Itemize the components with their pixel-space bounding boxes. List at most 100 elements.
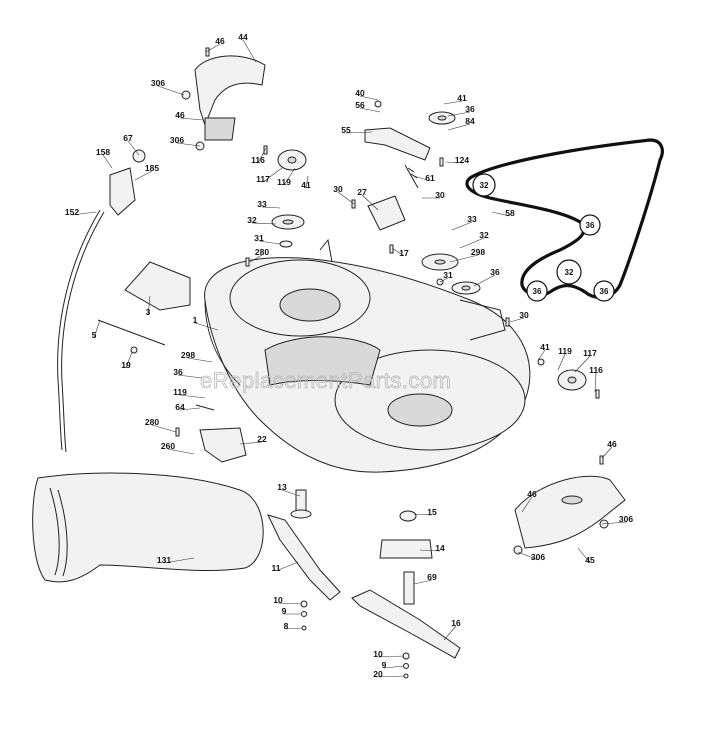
leader-c-58 — [491, 211, 511, 217]
leader-c-260 — [167, 448, 195, 455]
leader-c-280a — [249, 254, 263, 263]
leader-c-5 — [93, 319, 101, 339]
callout-c-119c: 119 — [558, 346, 572, 356]
callout-c-1: 1 — [193, 315, 198, 325]
leader-c-185 — [134, 170, 153, 181]
callout-c-84: 84 — [465, 116, 475, 126]
leader-c-119c — [557, 353, 566, 371]
leader-c-55 — [345, 131, 373, 134]
leader-c-46a — [205, 43, 221, 53]
leader-c-32a — [251, 222, 277, 225]
leader-c-61 — [413, 175, 431, 182]
callout-c-8: 8 — [284, 621, 289, 631]
leader-c-152 — [71, 211, 97, 216]
leader-c-22 — [239, 441, 263, 445]
belt-label-b-36c: 36 — [600, 287, 609, 296]
callout-c-41c: 41 — [540, 342, 550, 352]
leader-c-67 — [127, 140, 140, 156]
callout-c-119b: 119 — [173, 387, 187, 397]
leader-c-41c — [537, 349, 546, 361]
callout-c-116a: 116 — [251, 155, 265, 165]
callout-c-30a: 30 — [333, 184, 343, 194]
leader-c-17 — [391, 247, 405, 257]
leader-c-10b — [377, 655, 405, 658]
leader-c-84 — [447, 123, 471, 131]
callout-c-22: 22 — [257, 434, 267, 444]
callout-c-306b: 306 — [170, 135, 184, 145]
callout-c-9b: 9 — [382, 660, 387, 670]
leader-c-64 — [179, 407, 201, 411]
callout-c-9a: 9 — [282, 606, 287, 616]
callout-c-32a: 32 — [247, 215, 257, 225]
callout-c-46c: 46 — [607, 439, 617, 449]
callout-c-158: 158 — [96, 147, 110, 157]
leader-c-56 — [359, 107, 381, 113]
leader-c-158 — [102, 154, 113, 169]
gauge-wheel-bracket — [195, 404, 247, 463]
leader-c-298a — [449, 254, 479, 263]
callout-leaders — [71, 39, 627, 678]
callout-c-260: 260 — [161, 441, 175, 451]
callout-c-46d: 46 — [527, 489, 537, 499]
leader-c-36c — [177, 374, 203, 379]
callout-c-67: 67 — [123, 133, 133, 143]
drive-belt — [465, 138, 664, 302]
callout-c-64: 64 — [175, 402, 185, 412]
callout-c-46b: 46 — [175, 110, 185, 120]
callout-c-119a: 119 — [277, 177, 291, 187]
spindle-left — [290, 489, 312, 519]
callout-c-27: 27 — [357, 187, 367, 197]
leader-c-46c — [601, 446, 613, 459]
leader-c-280b — [151, 424, 177, 433]
leader-c-117a — [262, 167, 283, 183]
callout-c-32b: 32 — [479, 230, 489, 240]
leader-c-116a — [257, 147, 267, 164]
callout-c-13: 13 — [277, 482, 287, 492]
callout-c-117a: 117 — [256, 174, 270, 184]
leader-c-33a — [261, 206, 281, 209]
leader-c-45 — [577, 547, 591, 564]
leader-c-31a — [258, 240, 281, 245]
callout-c-44: 44 — [238, 32, 248, 42]
callout-c-117b: 117 — [583, 348, 597, 358]
leader-c-30c — [509, 317, 525, 323]
callout-c-30c: 30 — [519, 310, 529, 320]
deck-lift-cable — [57, 149, 146, 453]
callout-c-10b: 10 — [373, 649, 383, 659]
hardware-bolts — [175, 47, 604, 465]
leader-c-10a — [277, 602, 303, 605]
leader-c-306d — [517, 551, 539, 561]
idler-pulley-right — [537, 358, 587, 391]
leader-c-27 — [361, 194, 379, 211]
deck-hanger-bracket — [97, 261, 191, 354]
leader-c-298b — [187, 357, 213, 363]
leader-c-46b — [179, 117, 204, 121]
belt-cover — [513, 475, 626, 555]
callout-c-11: 11 — [272, 563, 281, 573]
leader-c-119b — [179, 394, 206, 399]
callout-c-20: 20 — [373, 669, 383, 679]
discharge-chute — [32, 472, 264, 583]
callout-c-46a: 46 — [215, 36, 225, 46]
leader-c-41a — [305, 175, 309, 189]
callout-c-31b: 31 — [443, 270, 453, 280]
leader-c-13 — [281, 489, 301, 497]
callout-c-152: 152 — [65, 207, 79, 217]
leader-c-306c — [601, 521, 627, 525]
callout-c-14: 14 — [435, 543, 445, 553]
idler-arm-bracket — [181, 55, 266, 151]
idler-arm-55 — [364, 111, 456, 231]
callout-c-69: 69 — [427, 572, 437, 582]
callout-c-306a: 306 — [151, 78, 165, 88]
leader-c-3 — [147, 295, 151, 316]
leader-c-44 — [242, 39, 257, 63]
leader-c-1 — [194, 322, 219, 331]
callout-c-116b: 116 — [589, 365, 603, 375]
callout-c-58: 58 — [505, 208, 515, 218]
callout-c-306d: 306 — [531, 552, 545, 562]
stack-pulleys-right — [421, 253, 481, 295]
leader-c-36b — [473, 274, 496, 287]
